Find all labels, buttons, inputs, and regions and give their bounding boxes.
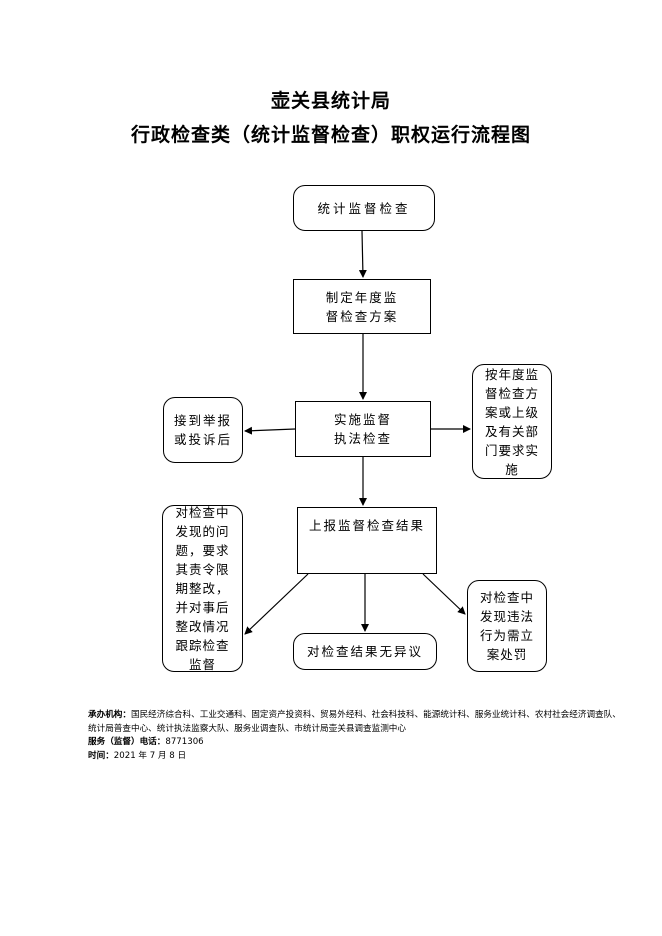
arrow-implement-to-left bbox=[244, 426, 296, 435]
node-rectify: 对检查中发现的问题，要求其责令限期整改，并对事后整改情况跟踪检查监督 bbox=[162, 505, 243, 672]
node-plan: 制定年度监督检查方案 bbox=[293, 279, 431, 334]
node-penalty: 对检查中发现违法行为需立案处罚 bbox=[467, 580, 547, 672]
node-penalty-label: 对检查中发现违法行为需立案处罚 bbox=[479, 590, 534, 662]
footer-date-value: 2021 年 7 月 8 日 bbox=[113, 750, 187, 761]
footer-date-label: 时间： bbox=[88, 750, 114, 761]
arrow-start-to-plan bbox=[358, 230, 367, 278]
node-implement: 实施监督执法检查 bbox=[295, 401, 431, 457]
node-annual-basis: 按年度监督检查方案或上级及有关部门要求实施 bbox=[472, 364, 552, 479]
arrow-report-to-rectify bbox=[244, 573, 309, 635]
node-plan-label: 制定年度监督检查方案 bbox=[325, 289, 399, 324]
node-start: 统计监督检查 bbox=[293, 185, 435, 231]
node-implement-label: 实施监督执法检查 bbox=[333, 412, 392, 446]
node-start-label: 统计监督检查 bbox=[317, 200, 411, 216]
footer-phone-label: 服务（监督）电话： bbox=[88, 737, 166, 747]
page-title: 行政检查类（统计监督检查）职权运行流程图 bbox=[130, 124, 531, 146]
node-report-result-label: 上报监督检查结果 bbox=[308, 518, 425, 533]
footer-phone: 服务（监督）电话：8771306 bbox=[88, 736, 628, 750]
node-rectify-label: 对检查中发现的问题，要求其责令限期整改，并对事后整改情况跟踪检查监督 bbox=[175, 505, 230, 672]
node-report-basis: 接到举报或投诉后 bbox=[163, 397, 243, 463]
node-annual-basis-label: 按年度监督检查方案或上级及有关部门要求实施 bbox=[484, 366, 539, 477]
footer-date: 时间：2021 年 7 月 8 日 bbox=[88, 750, 628, 764]
node-report-result: 上报监督检查结果 bbox=[297, 507, 437, 574]
org-title: 壶关县统计局 bbox=[270, 90, 391, 112]
node-no-objection: 对检查结果无异议 bbox=[293, 633, 437, 670]
footer-org-text: 国民经济综合科、工业交通科、固定资产投资科、贸易外经科、社会科技科、能源统计科、… bbox=[88, 710, 621, 734]
footer-phone-value: 8771306 bbox=[165, 737, 204, 747]
footer-org: 承办机构：国民经济综合科、工业交通科、固定资产投资科、贸易外经科、社会科技科、能… bbox=[88, 709, 628, 736]
node-no-objection-label: 对检查结果无异议 bbox=[306, 644, 423, 659]
footer: 承办机构：国民经济综合科、工业交通科、固定资产投资科、贸易外经科、社会科技科、能… bbox=[88, 709, 628, 763]
arrow-report-to-penalty bbox=[422, 573, 466, 615]
footer-org-label: 承办机构： bbox=[88, 710, 131, 720]
node-report-basis-label: 接到举报或投诉后 bbox=[174, 413, 233, 447]
